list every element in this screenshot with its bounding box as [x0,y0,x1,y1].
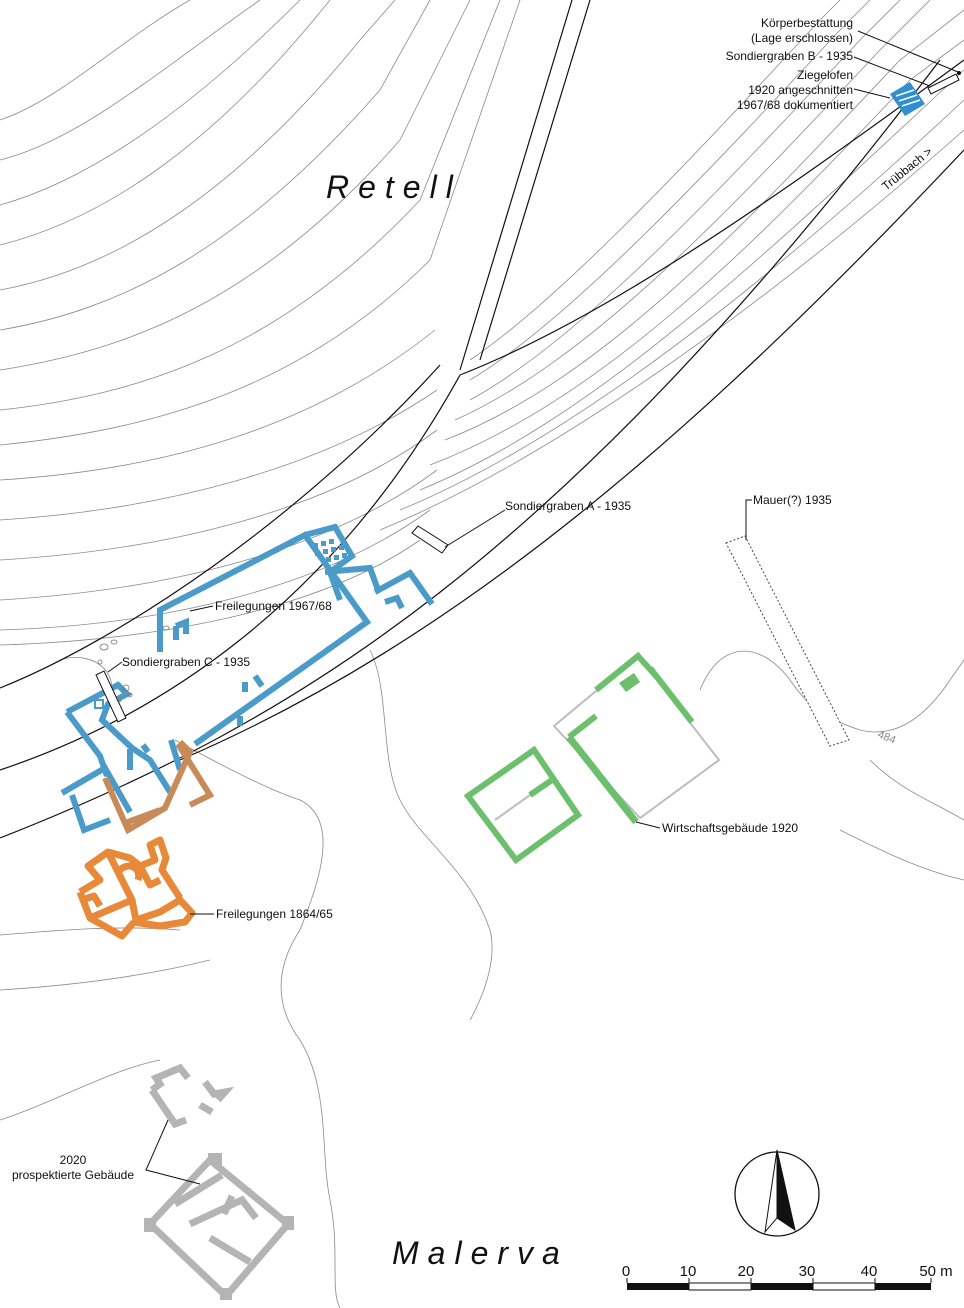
sondiergraben-a [411,509,506,554]
label-ziegelofen: Ziegelofen [797,68,853,82]
excavation-1967-68 [60,523,435,834]
sondiergraben-c [95,661,127,723]
prospected-buildings-2020 [144,1063,294,1300]
label-sondiergraben-c: Sondiergraben C - 1935 [122,655,250,669]
scale-bar: 0 10 20 30 40 50 m [622,1263,953,1291]
label-contour-484: 484 [876,729,898,747]
label-mauer: Mauer(?) 1935 [753,493,832,507]
label-freilegungen-1967: Freilegungen 1967/68 [215,599,332,613]
mauer-1935 [725,499,850,747]
sondiergraben-b [853,30,961,95]
place-retell: Retell [326,169,462,205]
label-truebbach: Trübbach > [879,144,935,193]
stone-scatter [97,625,170,703]
label-lage: (Lage erschlossen) [751,31,853,45]
label-sondiergraben-b: Sondiergraben B - 1935 [726,49,854,63]
scale-tick-40: 40 [861,1263,878,1280]
scale-tick-50: 50 m [919,1263,952,1280]
label-ziegelofen-1967: 1967/68 dokumentiert [737,98,854,112]
prospected-leader [145,1119,201,1185]
scale-tick-30: 30 [799,1263,816,1280]
road-network [0,0,964,839]
label-freilegungen-1864: Freilegungen 1864/65 [216,907,333,921]
label-ziegelofen-1920: 1920 angeschnitten [748,83,853,97]
freilegungen-1967-leader [189,605,214,612]
blue-tiles [313,539,347,562]
label-sondiergraben-a: Sondiergraben A - 1935 [505,499,631,513]
wirtschaftsgebaeude-1920 [463,651,721,865]
north-arrow-icon [734,1149,820,1237]
scale-tick-0: 0 [622,1263,630,1280]
excavation-1864-65 [76,836,196,940]
label-prospektiert-text: prospektierte Gebäude [12,1168,134,1182]
label-koerperbestattung: Körperbestattung [761,16,853,30]
place-malerva: Malerva [392,1235,569,1271]
scale-tick-10: 10 [680,1263,697,1280]
excavation-1864-65-partial [102,739,215,835]
label-wirtschaftsgebaeude: Wirtschaftsgebäude 1920 [662,821,798,835]
scale-tick-20: 20 [738,1263,755,1280]
label-prospektiert-year: 2020 [60,1153,87,1167]
ziegelofen [853,82,925,116]
wirtschaftsgebaeude-leader [635,821,661,829]
